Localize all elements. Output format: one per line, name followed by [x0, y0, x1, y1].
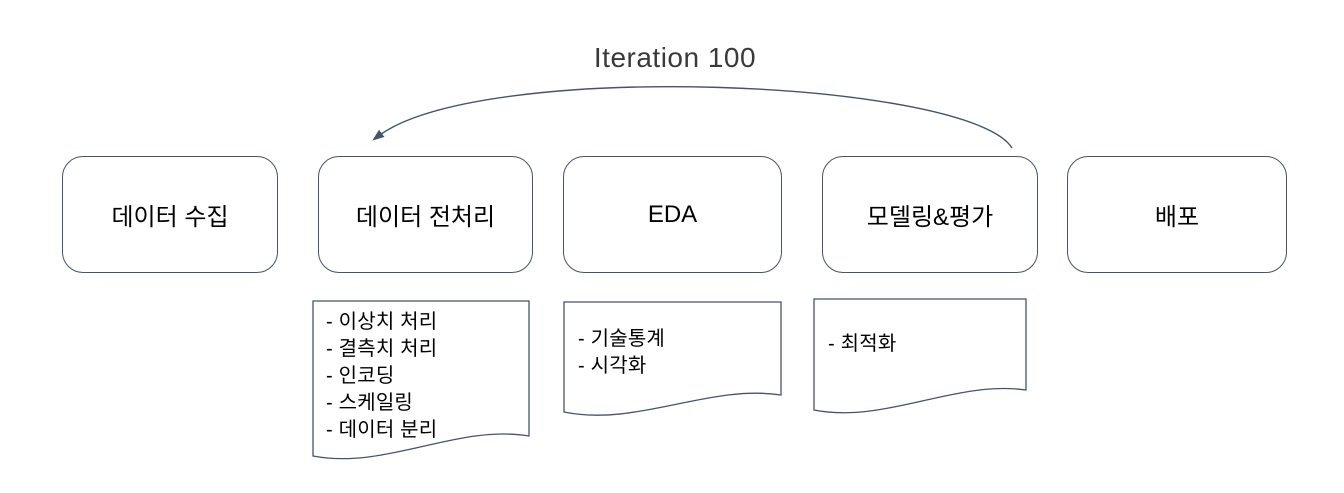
document-list-item: - 스케일링	[326, 392, 414, 414]
document-note-preprocessing: - 이상치 처리 - 결측치 처리 - 인코딩 - 스케일링 - 데이터 분리	[312, 300, 530, 462]
document-shape	[813, 298, 1027, 414]
stage-box-deployment: 배포	[1067, 156, 1287, 273]
document-list-item: - 이상치 처리	[326, 311, 438, 333]
feedback-arrow-path	[372, 85, 1013, 149]
document-list-item: - 기술통계	[578, 328, 666, 350]
document-item-list: - 기술통계 - 시각화	[563, 301, 782, 380]
document-list-item: - 결측치 처리	[326, 338, 438, 360]
document-shape	[563, 301, 782, 416]
document-item-list: - 이상치 처리 - 결측치 처리 - 인코딩 - 스케일링 - 데이터 분리	[312, 300, 530, 444]
stage-box-eda: EDA	[563, 156, 782, 273]
document-list-item: - 인코딩	[326, 365, 395, 387]
stage-box-preprocessing: 데이터 전처리	[318, 156, 533, 273]
document-list-item: - 시각화	[578, 355, 647, 377]
document-note-modeling: - 최적화	[813, 298, 1027, 416]
document-item-list: - 최적화	[813, 298, 1027, 358]
stage-box-modeling-evaluation: 모델링&평가	[822, 156, 1038, 273]
document-list-item: - 최적화	[828, 333, 897, 355]
stage-box-data-collection: 데이터 수집	[62, 156, 278, 273]
document-list-item: - 데이터 분리	[326, 419, 438, 441]
document-note-eda: - 기술통계 - 시각화	[563, 301, 782, 418]
document-shape	[312, 300, 530, 460]
iteration-title: Iteration 100	[593, 42, 757, 73]
